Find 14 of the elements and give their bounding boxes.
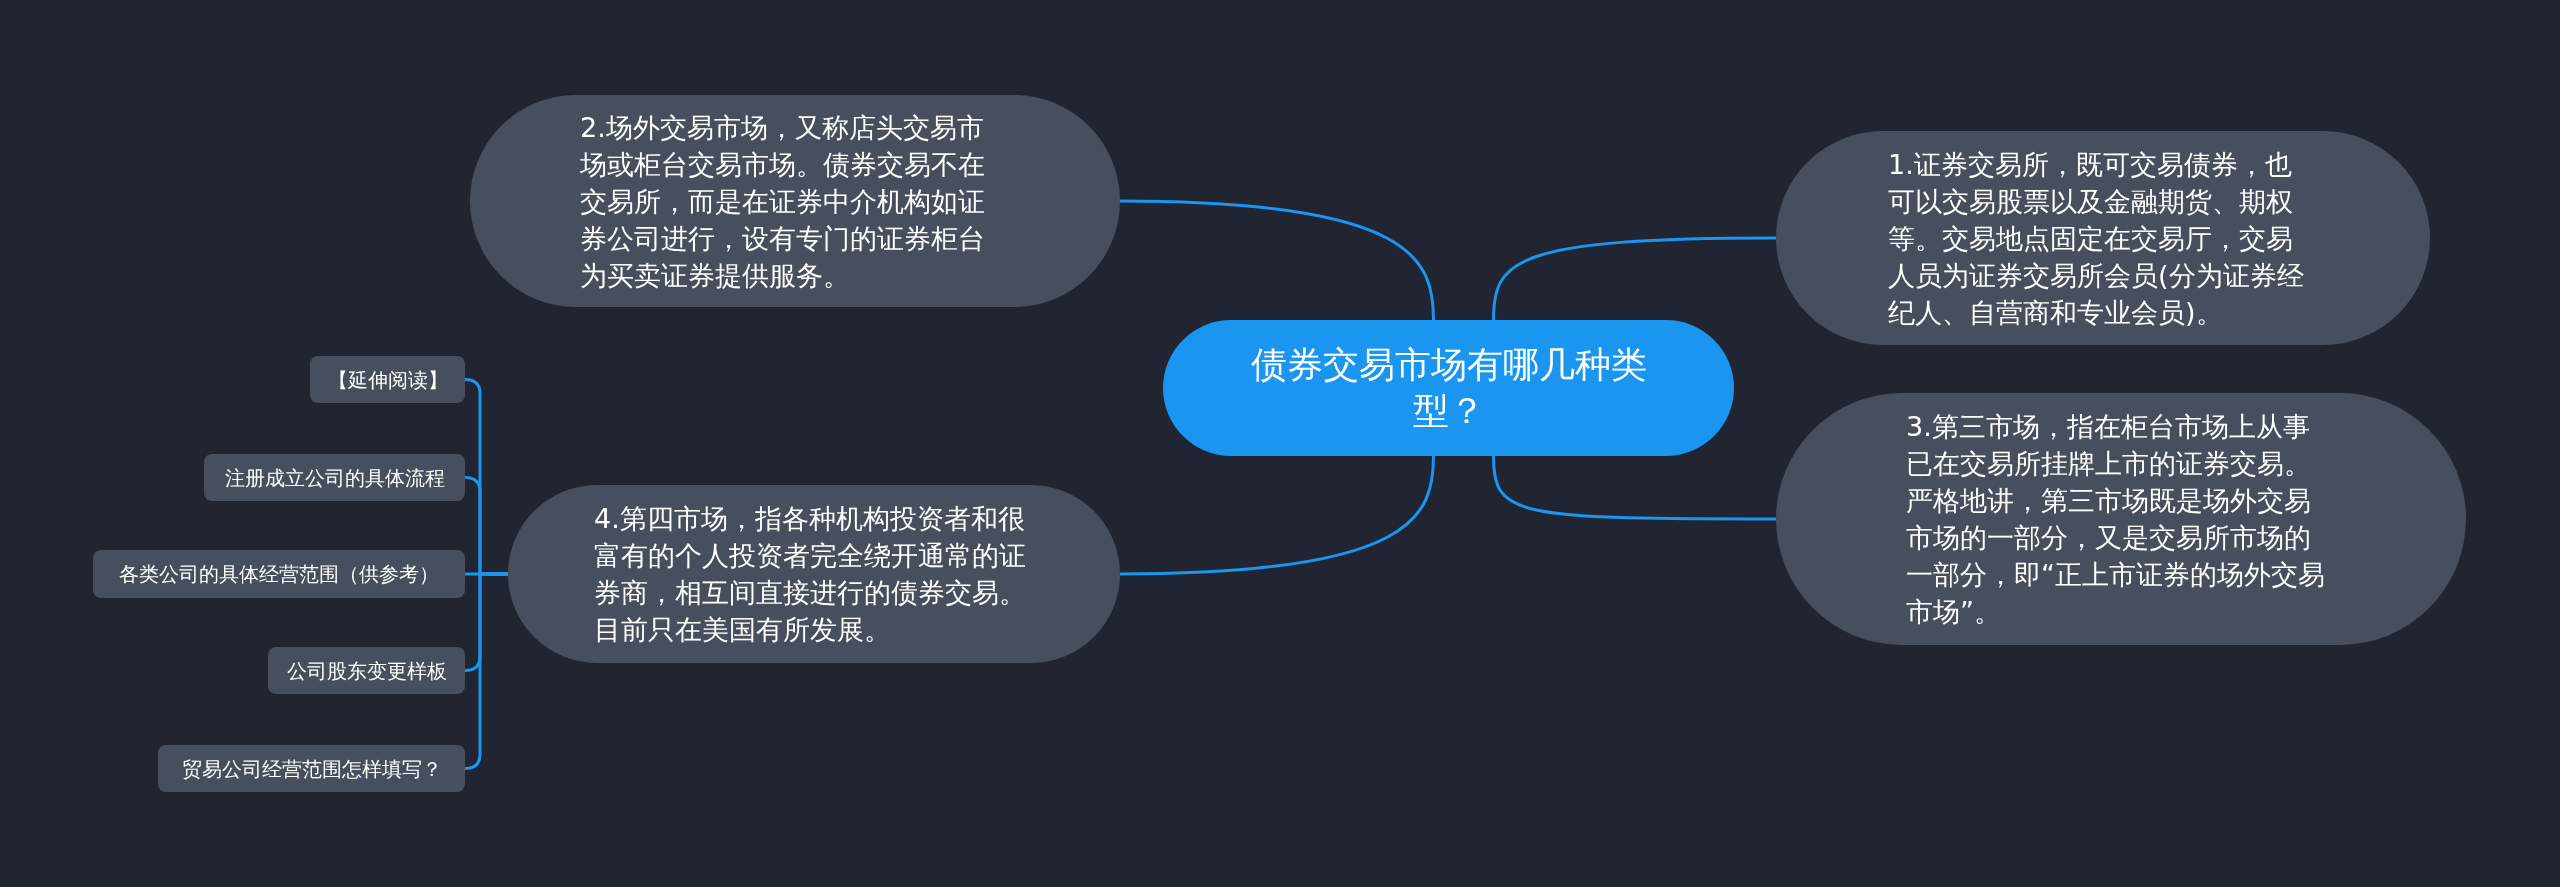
link-tag: 各类公司的具体经营范围（供参考） (93, 550, 465, 598)
connector-line (1492, 236, 1776, 321)
connector-line (1119, 455, 1435, 576)
topic-bubble: 4.第四市场，指各种机构投资者和很富有的个人投资者完全绕开通常的证券商，相互间直接进行的债券交易。目前只在美国有所发展。 (508, 485, 1120, 663)
link-tag: 贸易公司经营范围怎样填写？ (158, 745, 465, 792)
link-tag: 公司股东变更样板 (268, 647, 465, 694)
connector-line (1492, 455, 1776, 521)
topic-bubble: 2.场外交易市场，又称店头交易市场或柜台交易市场。债券交易不在交易所，而是在证券中介机构如证券公司进行，设有专门的证券柜台为买卖证券提供服务。 (470, 95, 1120, 307)
topic-bubble: 3.第三市场，指在柜台市场上从事已在交易所挂牌上市的证券交易。严格地讲，第三市场既是场外交易市场的一部分，又是交易所市场的一部分，即“正上市证券的场外交易市场”。 (1776, 393, 2466, 645)
link-tag: 注册成立公司的具体流程 (204, 454, 465, 501)
topic-bubble: 1.证券交易所，既可交易债券，也可以交易股票以及金融期货、期权等。交易地点固定在交易厅，交易人员为证券交易所会员(分为证券经纪人、自营商和专业会员)。 (1776, 131, 2430, 345)
connector-line (1119, 199, 1435, 321)
topic-bubble: 债券交易市场有哪几种类型？ (1163, 320, 1734, 456)
link-tag: 【延伸阅读】 (310, 356, 465, 403)
